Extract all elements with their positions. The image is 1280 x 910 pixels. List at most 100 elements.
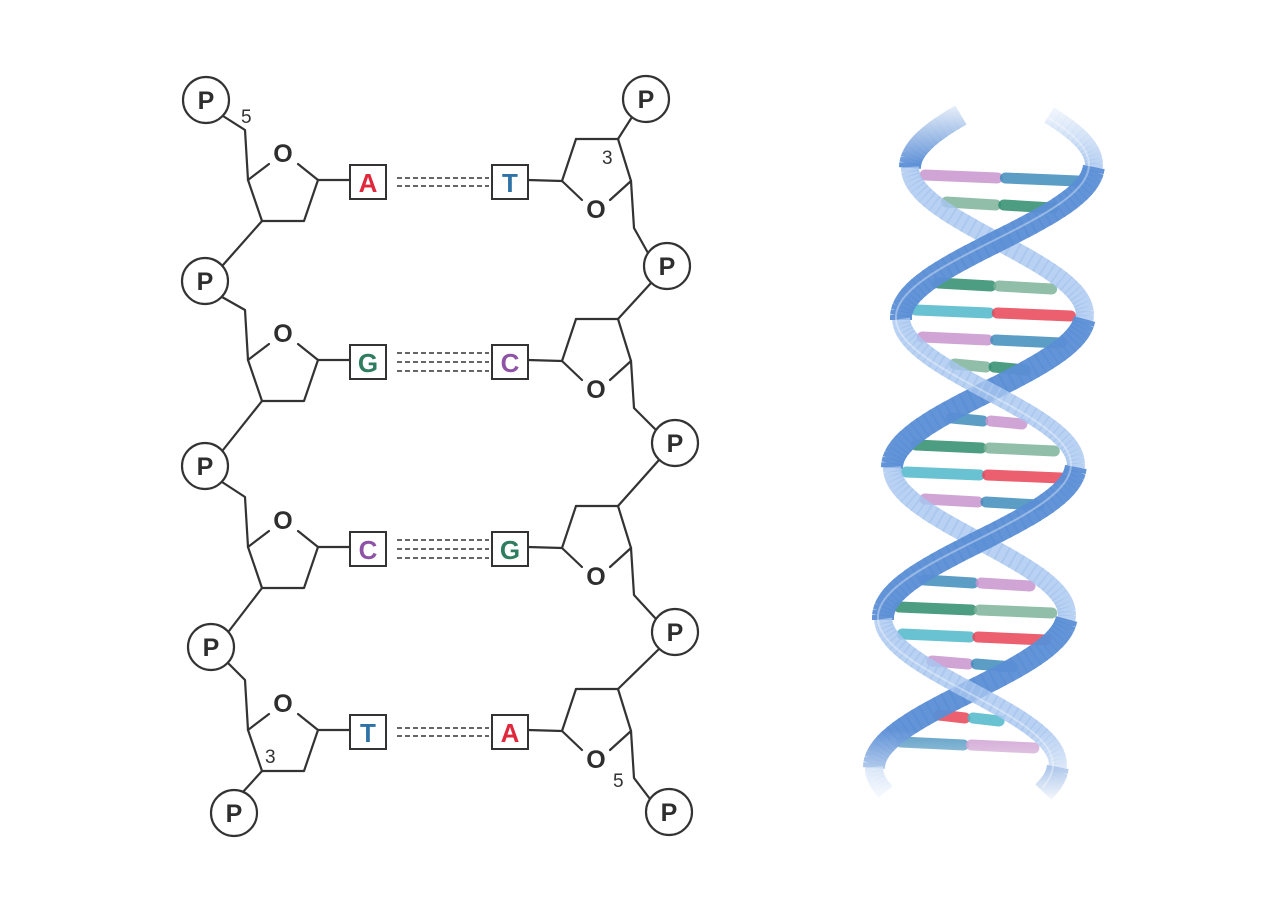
strand-end-label: 3: [265, 747, 276, 768]
helix-fade-bottom: [860, 730, 1140, 805]
phosphate-label: P: [659, 253, 676, 281]
phosphate-circle: [650, 418, 700, 468]
helix-base: [926, 655, 974, 670]
base-A: A: [349, 164, 387, 200]
helix-base: [932, 277, 997, 292]
backbone-bond: [226, 661, 250, 732]
helix-base: [941, 196, 1002, 211]
sugar-ring: [296, 162, 320, 182]
oxygen-label: O: [586, 376, 605, 404]
sugar-ring: [246, 178, 320, 223]
double-helix-illustration: [860, 95, 1140, 805]
helix-base: [983, 442, 1060, 457]
base-A: A: [491, 714, 529, 750]
helix-base: [990, 334, 1067, 349]
phosphate-circle: [186, 622, 236, 672]
helix-base: [910, 304, 995, 319]
backbone-bond: [629, 359, 658, 432]
glycosidic-bond: [526, 358, 564, 363]
phosphate-label: P: [197, 268, 214, 296]
sugar-ring: [560, 317, 578, 363]
helix-base: [999, 172, 1084, 187]
helix-fade-top: [860, 95, 1140, 165]
base-letter: T: [502, 168, 518, 198]
oxygen-label: O: [273, 140, 292, 168]
backbone-bond: [629, 179, 650, 255]
base-box: [491, 531, 529, 567]
backbone-bond: [616, 458, 661, 508]
oxygen-label: O: [273, 320, 292, 348]
sugar-ring: [574, 317, 633, 363]
base-box: [491, 344, 529, 380]
base-G: G: [491, 531, 529, 567]
backbone-bond: [240, 769, 264, 795]
backbone-bond: [629, 546, 658, 621]
backbone-bond: [221, 114, 250, 182]
backbone-bond: [220, 295, 250, 362]
base-letter: G: [358, 348, 378, 378]
base-box: [491, 714, 529, 750]
helix-base: [910, 439, 987, 454]
helix-base: [918, 574, 979, 589]
phosphate-group: P: [650, 607, 700, 657]
backbone-bond: [221, 219, 264, 267]
phosphate-circle: [181, 75, 231, 125]
helix-base: [975, 577, 1036, 592]
sugar-ring: [560, 179, 584, 202]
glycosidic-bond: [526, 728, 564, 733]
backbone-bond: [629, 729, 652, 801]
base-box: [349, 164, 387, 200]
sugar-ring: [560, 504, 578, 550]
sugar-ring: [608, 179, 633, 202]
phosphate-group: P: [209, 788, 259, 838]
helix-base: [985, 415, 1028, 430]
strand-highlight: [876, 114, 1090, 788]
sugar-ring: [574, 504, 633, 550]
phosphate-label: P: [203, 634, 220, 662]
phosphate-circle: [644, 787, 694, 837]
phosphate-group: P: [644, 787, 694, 837]
phosphate-label: P: [667, 430, 684, 458]
strand-end-label: 3: [602, 148, 613, 169]
base-letter: A: [501, 718, 520, 748]
glycosidic-bond: [526, 545, 564, 550]
sugar-ring: [246, 162, 271, 182]
phosphate-label: P: [197, 453, 214, 481]
base-box: [349, 714, 387, 750]
helix-base: [973, 604, 1058, 619]
helix-base: [893, 601, 977, 616]
phosphate-label: P: [667, 619, 684, 647]
sugar-ring: [246, 728, 320, 773]
helix-base: [982, 469, 1067, 484]
oxygen-label: O: [273, 690, 292, 718]
strand-end-label: 5: [613, 771, 624, 792]
phosphate-label: P: [661, 799, 678, 827]
sugar-ring: [246, 342, 271, 362]
sugar-ring: [296, 342, 320, 362]
phosphate-label: P: [226, 800, 243, 828]
sugar-ring: [246, 545, 320, 590]
phosphate-circle: [621, 74, 671, 124]
sugar-ring: [560, 687, 578, 733]
base-T: T: [349, 714, 387, 750]
oxygen-label: O: [273, 507, 292, 535]
phosphate-circle: [180, 441, 230, 491]
sugar-ring: [246, 529, 271, 549]
glycosidic-bond: [526, 178, 564, 183]
helix-base: [967, 712, 1005, 727]
phosphate-label: P: [198, 87, 215, 115]
sugar-ring: [574, 137, 633, 183]
backbone-bond: [616, 281, 653, 321]
strand-end-label: 5: [241, 107, 252, 128]
base-letter: T: [360, 718, 376, 748]
backbone-bond: [616, 647, 661, 691]
helix-base: [993, 280, 1058, 295]
helix-base: [900, 466, 986, 481]
oxygen-label: O: [586, 196, 605, 224]
sugar-ring: [608, 546, 633, 569]
helix-base: [919, 493, 984, 508]
phosphate-group: P: [642, 241, 692, 291]
phosphate-group: P: [621, 74, 671, 124]
